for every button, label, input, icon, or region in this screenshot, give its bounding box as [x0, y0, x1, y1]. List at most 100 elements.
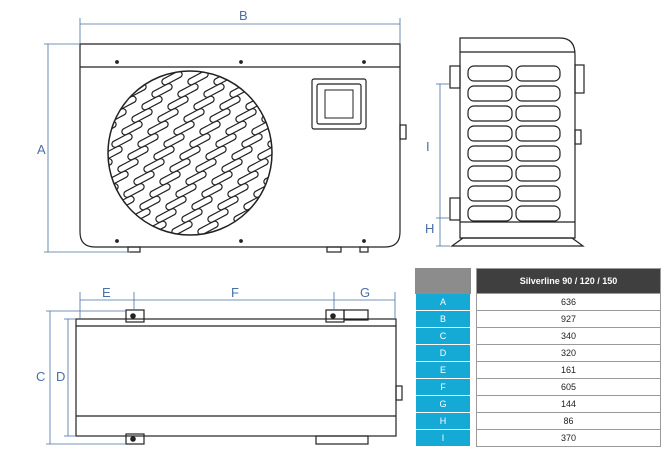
fan-slot — [129, 208, 151, 223]
fan-slot — [221, 158, 243, 173]
dimension-key: B — [415, 310, 471, 328]
louver-slot — [467, 85, 513, 102]
fan-slot — [108, 120, 117, 136]
fan-slot — [75, 145, 97, 161]
fan-slot — [295, 195, 317, 211]
fan-slot — [289, 170, 311, 186]
fan-slot — [199, 120, 221, 136]
fan-slot — [271, 95, 272, 111]
fan-slot — [211, 170, 233, 186]
fan-slot — [141, 95, 163, 111]
fan-slot — [237, 170, 259, 186]
fan-slot — [108, 145, 123, 161]
louver-slot — [515, 125, 561, 142]
fan-slot — [179, 145, 201, 161]
fan-slots — [57, 70, 323, 236]
fan-slot — [269, 195, 272, 211]
fan-slot — [249, 220, 271, 235]
fan-slot — [108, 208, 125, 223]
louver-slot — [515, 85, 561, 102]
dim-label-d: D — [56, 369, 65, 384]
louver-slot — [515, 185, 561, 202]
dim-label-e: E — [102, 285, 111, 300]
fan-slot — [57, 70, 79, 86]
fan-slot — [235, 108, 257, 123]
fan-slot — [137, 133, 159, 148]
dimension-value: 927 — [476, 310, 661, 328]
fan-slot — [143, 158, 165, 173]
fan-slot — [285, 208, 307, 224]
fan-slot — [133, 170, 155, 186]
fan-slot — [121, 120, 143, 136]
fan-slot — [161, 71, 183, 86]
dimension-value: 370 — [476, 429, 661, 447]
dim-label-b: B — [239, 8, 248, 23]
fan-slot — [265, 71, 272, 86]
louver-slot — [467, 205, 513, 222]
fan-slot — [301, 220, 323, 236]
fan-slot — [293, 133, 315, 149]
fan-slot — [239, 71, 261, 86]
fan-slot — [261, 108, 272, 123]
fan-slot — [108, 158, 113, 173]
dimension-value: 144 — [476, 395, 661, 413]
fan-guard — [107, 70, 273, 236]
top-dimensions — [46, 292, 396, 445]
louver-slot — [515, 145, 561, 162]
fan-slot — [287, 108, 309, 124]
fan-slot — [241, 133, 263, 148]
dim-label-f: F — [231, 285, 239, 300]
fan-slot — [115, 95, 137, 111]
dimension-key: D — [415, 344, 471, 362]
fan-slot — [79, 108, 101, 124]
dim-label-c: C — [36, 369, 45, 384]
fan-slot — [209, 108, 231, 123]
fan-slot — [151, 83, 173, 98]
fan-slot — [175, 183, 197, 198]
dim-label-a: A — [37, 142, 46, 157]
fan-slot — [243, 195, 265, 211]
fan-slot — [259, 208, 272, 223]
fan-slot — [229, 83, 251, 98]
fan-slot — [205, 145, 227, 161]
fan-slot — [177, 83, 199, 98]
dimension-key: F — [415, 378, 471, 396]
fan-slot — [279, 183, 301, 199]
fan-slot — [181, 208, 203, 223]
fan-slot — [108, 95, 111, 111]
fan-slot — [149, 183, 171, 198]
fan-slot — [201, 183, 223, 198]
fan-slot — [108, 108, 127, 123]
louver-slot — [467, 165, 513, 182]
fan-slot — [85, 133, 107, 149]
fan-slot — [108, 183, 119, 198]
spec-table-corner — [415, 268, 471, 294]
fan-slot — [119, 220, 141, 235]
fan-slot — [117, 158, 139, 173]
fan-slot — [183, 108, 205, 123]
fan-slot — [277, 120, 299, 136]
dimension-key: C — [415, 327, 471, 345]
louver-slot — [515, 205, 561, 222]
fan-slot — [127, 145, 149, 161]
fan-slot — [157, 108, 179, 123]
side-louvers — [467, 65, 561, 222]
fan-slot — [185, 170, 207, 186]
fan-slot — [247, 158, 269, 173]
fan-slot — [227, 183, 249, 198]
model-header: Silverline 90 / 120 / 150 — [476, 268, 661, 294]
fan-slot — [275, 220, 297, 236]
dimension-value: 636 — [476, 293, 661, 311]
fan-slot — [195, 158, 217, 173]
fan-slot — [191, 195, 213, 211]
dimension-value: 86 — [476, 412, 661, 430]
louver-slot — [467, 185, 513, 202]
fan-slot — [231, 145, 253, 161]
fan-slot — [111, 133, 133, 148]
